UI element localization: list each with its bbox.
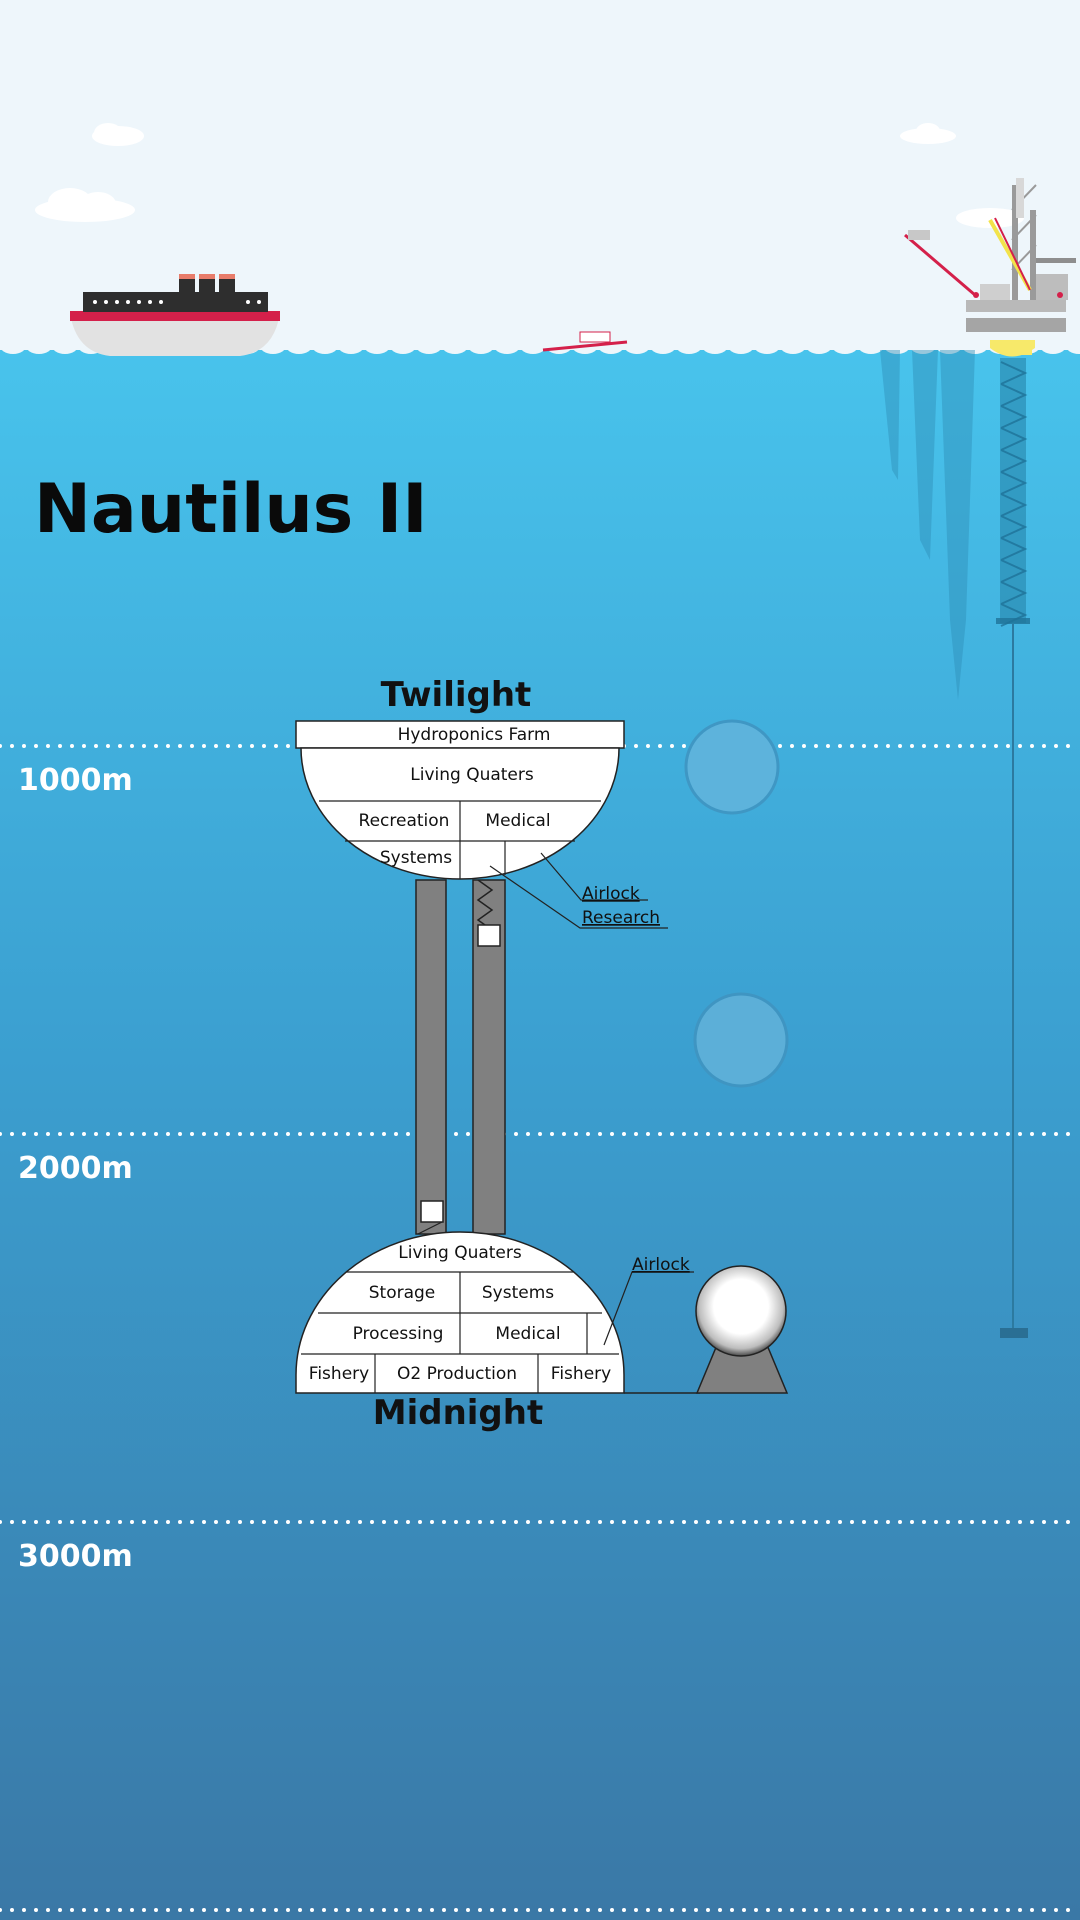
- tower-lattice-segment: [1000, 581, 1028, 605]
- tower-lattice-segment: [1000, 559, 1028, 583]
- tower-lattice-segment: [1000, 471, 1028, 495]
- page-title: Nautilus II: [34, 470, 428, 549]
- room-processing: Processing: [353, 1324, 444, 1344]
- room-recreation: Recreation: [359, 811, 450, 831]
- midnight-station-name: Midnight: [373, 1393, 543, 1433]
- wave-scallop: [779, 334, 807, 354]
- twilight-station: Twilight Hydroponics Farm Living Quaters…: [295, 675, 668, 929]
- wave-scallop: [285, 334, 313, 354]
- callout-airlock: Airlock: [632, 1255, 690, 1275]
- wave-scallop: [441, 334, 469, 354]
- twilight-station-name: Twilight: [381, 675, 532, 715]
- wave-scallop: [727, 334, 755, 354]
- wave-scallop: [831, 334, 859, 354]
- rig-tower: [996, 358, 1030, 1338]
- wave-scallop: [467, 334, 495, 354]
- wave-scallop: [415, 334, 443, 354]
- tower-lattice-segment: [1000, 493, 1028, 517]
- wave-scallop: [649, 334, 677, 354]
- room-living-quarters: Living Quaters: [410, 765, 534, 785]
- wave-scallop: [363, 334, 391, 354]
- room-systems: Systems: [482, 1283, 554, 1303]
- wave-scallop: [675, 334, 703, 354]
- room-systems: Systems: [380, 848, 452, 868]
- elevator-car: [477, 924, 501, 947]
- wave-scallop: [961, 334, 989, 354]
- floating-sphere: [693, 992, 789, 1088]
- rig-reflection: [880, 350, 975, 700]
- clouds: [35, 123, 1024, 228]
- room-hydroponics-farm: Hydroponics Farm: [398, 725, 551, 745]
- depth-label-2000: 2000m: [18, 1151, 133, 1186]
- elevator-car: [420, 1200, 444, 1223]
- wave-scallop: [1039, 334, 1067, 354]
- wave-scallop: [623, 334, 651, 354]
- midnight-station: Living Quaters Storage Systems Processin…: [295, 1221, 789, 1433]
- tower-lattice-segment: [1000, 361, 1028, 385]
- tower-lattice-segment: [1000, 449, 1028, 473]
- tower-lattice-segment: [1000, 515, 1028, 539]
- room-medical: Medical: [495, 1324, 560, 1344]
- room-medical: Medical: [485, 811, 550, 831]
- depth-label-1000: 1000m: [18, 763, 133, 798]
- oil-rig-illustration: [904, 178, 1076, 357]
- wave-scallop: [493, 334, 521, 354]
- callout-airlock: Airlock: [582, 884, 640, 904]
- tower-lattice-segment: [1000, 427, 1028, 451]
- tower-lattice-segment: [1000, 383, 1028, 407]
- wave-scallop: [0, 334, 27, 354]
- room-storage: Storage: [369, 1283, 436, 1303]
- room-fishery: Fishery: [309, 1364, 369, 1384]
- depth-label-3000: 3000m: [18, 1539, 133, 1574]
- small-boat-illustration: [542, 331, 628, 352]
- callout-research: Research: [582, 908, 660, 928]
- wave-scallop: [519, 334, 547, 354]
- floating-sphere: [684, 719, 780, 815]
- wave-scallop: [1065, 334, 1080, 354]
- docking-sphere: [695, 1265, 787, 1357]
- room-fishery: Fishery: [551, 1364, 611, 1384]
- tower-lattice-segment: [1000, 537, 1028, 561]
- wave-scallop: [805, 334, 833, 354]
- wave-scallop: [883, 334, 911, 354]
- room-living-quarters: Living Quaters: [398, 1243, 522, 1263]
- wave-scallop: [909, 334, 937, 354]
- wave-scallop: [857, 334, 885, 354]
- tower-lattice-segment: [1000, 405, 1028, 429]
- wave-scallop: [545, 334, 573, 354]
- room-o2-production: O2 Production: [397, 1364, 517, 1384]
- wave-scallop: [51, 334, 79, 354]
- wave-scallop: [701, 334, 729, 354]
- wave-scallop: [935, 334, 963, 354]
- cruise-ship-illustration: [70, 274, 280, 356]
- wave-scallop: [311, 334, 339, 354]
- connecting-shafts: [415, 879, 506, 1235]
- wave-scallop: [389, 334, 417, 354]
- wave-scallop: [753, 334, 781, 354]
- wave-scallop: [25, 334, 53, 354]
- wave-scallop: [337, 334, 365, 354]
